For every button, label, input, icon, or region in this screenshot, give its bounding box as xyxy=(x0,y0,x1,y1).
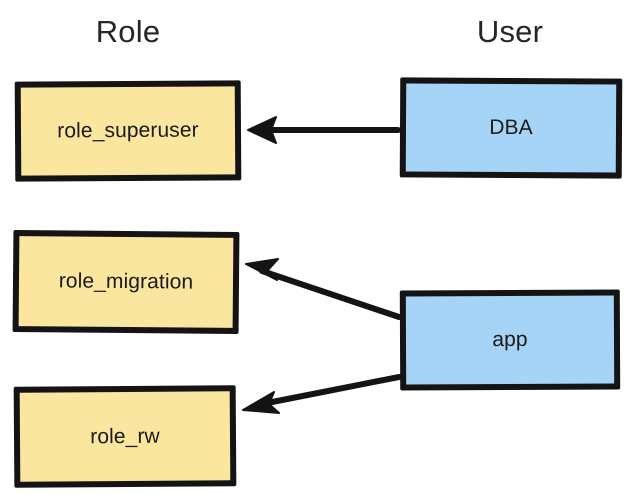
node-app[interactable]: app xyxy=(399,289,621,391)
edge-app-to-role-migration xyxy=(245,258,402,320)
node-role-rw[interactable]: role_rw xyxy=(13,385,237,488)
node-role-migration[interactable]: role_migration xyxy=(12,230,240,334)
edge-app-to-role-rw xyxy=(242,374,402,414)
node-label: DBA xyxy=(489,115,533,140)
node-dba[interactable]: DBA xyxy=(399,77,623,179)
node-label: role_migration xyxy=(58,269,194,294)
edge-dba-to-role-superuser xyxy=(247,116,401,144)
node-label: role_rw xyxy=(90,424,160,448)
node-label: role_superuser xyxy=(57,118,199,143)
node-label: app xyxy=(492,327,528,352)
column-header-role: Role xyxy=(95,14,161,49)
node-role-superuser[interactable]: role_superuser xyxy=(14,80,242,182)
column-header-user: User xyxy=(476,14,544,49)
